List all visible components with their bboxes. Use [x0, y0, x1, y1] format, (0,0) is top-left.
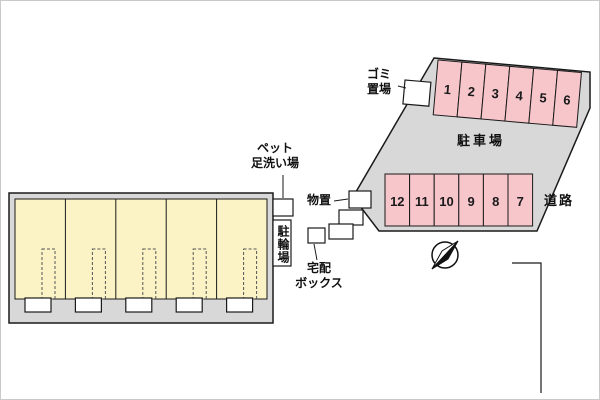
- unit-stair-mark: [91, 248, 106, 300]
- road-label: 道路: [544, 193, 575, 208]
- north-compass-icon: [431, 240, 459, 270]
- parking-stall-number: 6: [563, 92, 572, 108]
- unit-porch: [125, 297, 153, 313]
- parking-lot-label: 駐車場: [456, 133, 505, 148]
- storage-shed-box: [348, 190, 372, 209]
- parking-stall-number: 4: [515, 88, 524, 104]
- parking-stall: [507, 173, 534, 227]
- delivery-box-leader-line: [313, 243, 318, 261]
- unit-stair-mark: [243, 248, 258, 300]
- parking-stall-number: 12: [390, 194, 404, 209]
- parking-stall-number: 5: [539, 90, 548, 106]
- parking-stall: [433, 173, 460, 227]
- pet-wash-box: [272, 198, 294, 217]
- unit-stair-mark: [142, 248, 157, 300]
- pet-wash-label: ペット 足洗い場: [250, 141, 299, 170]
- parking-stall: [384, 173, 411, 227]
- delivery-box-label: 宅配 ボックス: [295, 261, 343, 290]
- parking-stall-number: 10: [439, 194, 453, 209]
- parking-stall-number: 8: [492, 194, 499, 209]
- unit-porch: [175, 297, 203, 313]
- parking-row-top: 1 2 3 4 5 6: [432, 59, 582, 128]
- unit-stair-mark: [41, 248, 56, 300]
- delivery-box: [307, 227, 326, 244]
- parking-stall-number: 11: [415, 194, 429, 209]
- unit-stair-mark: [192, 248, 207, 300]
- parking-stall-number: 2: [467, 84, 476, 100]
- building-units-block: [14, 198, 268, 300]
- garbage-station-box: [402, 79, 432, 107]
- parking-stall: [482, 173, 509, 227]
- approach-step: [338, 209, 364, 226]
- parking-stall-number: 7: [517, 194, 524, 209]
- parking-row-bottom: 12 11 10 9 8 7: [384, 173, 534, 227]
- garbage-leader-line: [397, 85, 407, 89]
- unit-porch: [24, 297, 52, 313]
- unit-porch: [74, 297, 103, 313]
- parking-stall-number: 9: [467, 194, 474, 209]
- parking-stall-number: 3: [491, 86, 500, 102]
- parking-stall: [552, 69, 582, 128]
- parking-stall: [409, 173, 435, 227]
- bike-parking-box: [272, 219, 292, 267]
- parking-stall-number: 1: [443, 82, 452, 98]
- approach-step: [328, 223, 354, 240]
- road-edge-line: [512, 262, 542, 393]
- bike-parking-label: 駐輪場: [276, 224, 290, 264]
- parking-stall: [458, 173, 484, 227]
- unit-porch: [226, 297, 254, 313]
- storage-label: 物置: [306, 193, 331, 207]
- storage-leader-line: [333, 198, 349, 202]
- garbage-area-label: ゴミ 置場: [366, 67, 391, 96]
